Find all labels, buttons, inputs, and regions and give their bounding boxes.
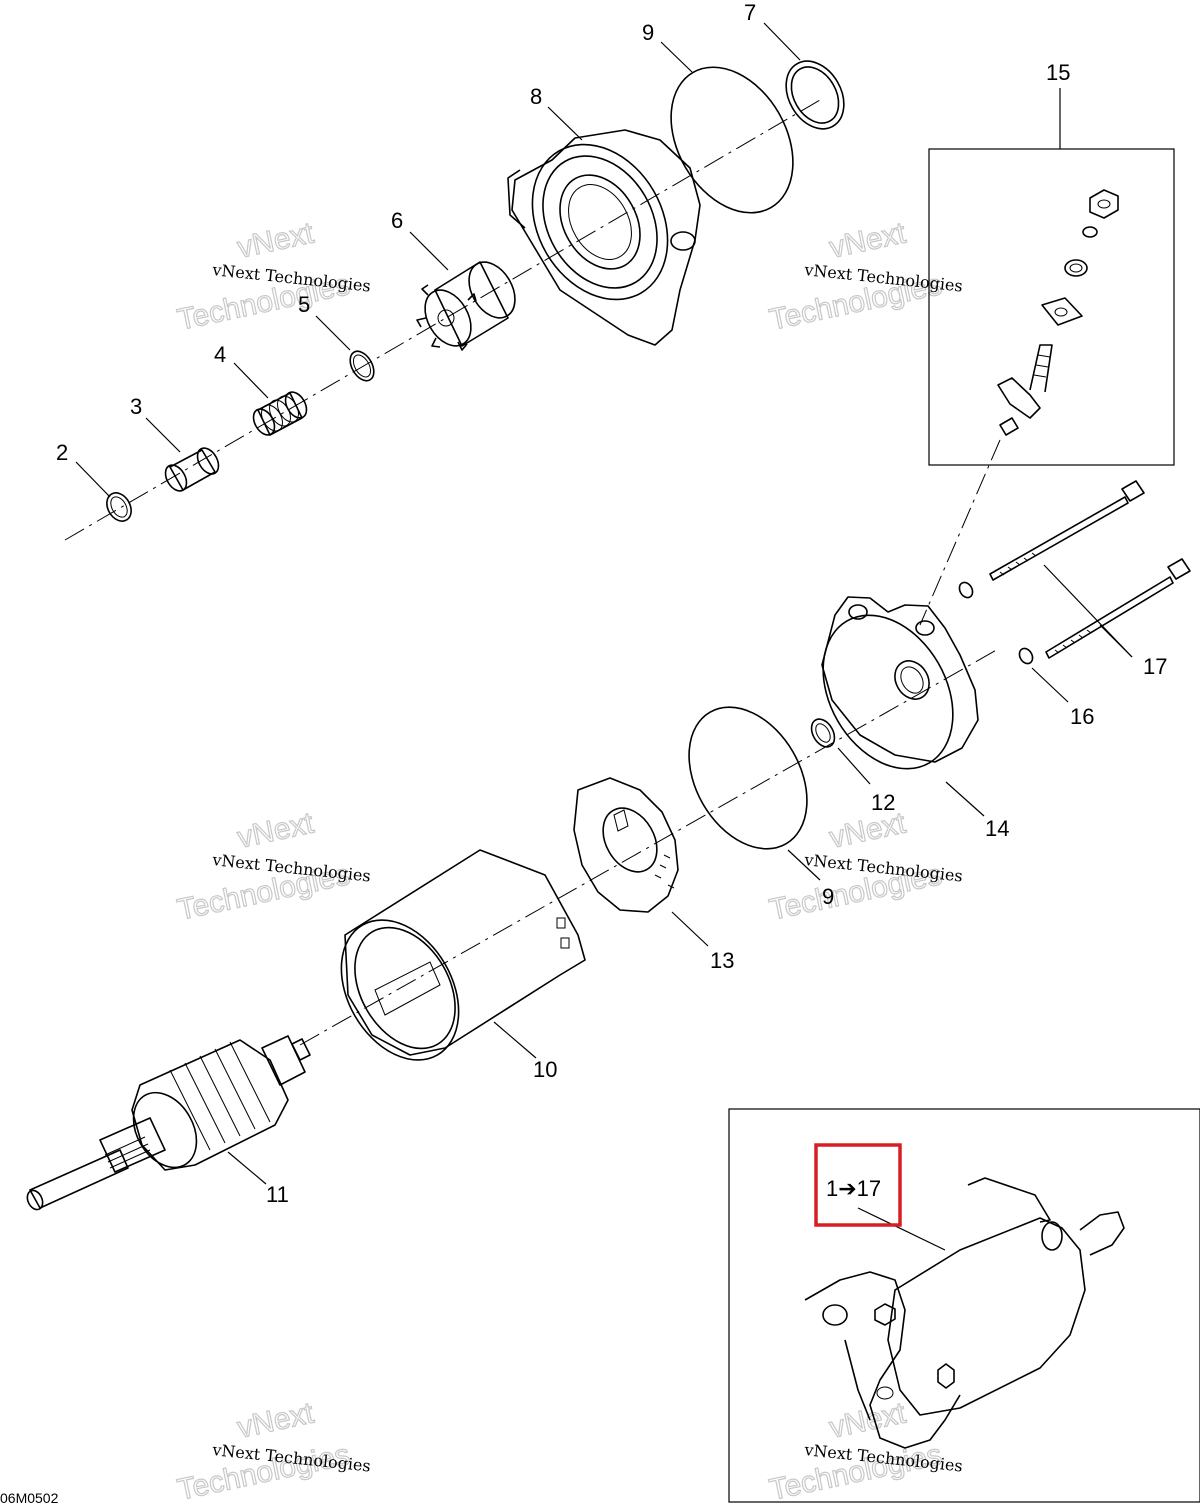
callout-3: 3	[130, 394, 142, 419]
part-16-washers	[958, 581, 1034, 665]
part-12-o-ring	[810, 718, 836, 748]
part-3-bushing	[164, 447, 220, 492]
callout-labels: 2 3 4 5 6 8 9 7 15 17 16 12 14 9 13 10 1…	[56, 0, 1167, 1207]
leader-lines	[75, 22, 1133, 1185]
callout-2: 2	[56, 440, 68, 465]
callout-17: 17	[1143, 654, 1167, 679]
watermark-big-5a: vNext	[235, 1396, 318, 1444]
callout-9-top: 9	[642, 20, 654, 45]
callout-15: 15	[1046, 60, 1070, 85]
watermark-big-2a: vNext	[827, 216, 910, 264]
watermark-big-3a: vNext	[235, 806, 318, 854]
part-7-seal	[785, 60, 845, 130]
part-15-detail-box	[928, 148, 1175, 466]
part-13-brush-plate	[573, 777, 679, 913]
part-17-through-bolts	[989, 480, 1191, 659]
watermark-3: vNext Technologies vNext Technologies	[174, 806, 372, 928]
assembly-inset-box	[728, 1108, 1200, 1503]
part-6-drive-pinion	[416, 261, 516, 351]
watermark-4: vNext Technologies vNext Technologies	[766, 806, 964, 928]
callout-16: 16	[1070, 704, 1094, 729]
watermark-big-1a: vNext	[235, 216, 318, 264]
part-5-snap-ring	[349, 350, 375, 382]
callout-12: 12	[871, 790, 895, 815]
assembled-starter	[804, 1177, 1125, 1449]
watermark-1: vNext Technologies vNext Technologies	[174, 216, 372, 338]
part-4-spring	[252, 391, 308, 436]
callout-7: 7	[744, 0, 756, 25]
part-9-o-ring-top	[670, 66, 794, 214]
callout-8: 8	[530, 84, 542, 109]
part-11-armature	[26, 1035, 311, 1211]
callout-14: 14	[985, 816, 1009, 841]
assembly-range-label: 1➔17	[826, 1176, 881, 1201]
callout-9-lower: 9	[822, 884, 834, 909]
callout-4: 4	[214, 342, 226, 367]
part-15-terminal-kit	[997, 189, 1119, 436]
part-9-o-ring-lower	[688, 706, 808, 850]
watermark-big-4a: vNext	[827, 806, 910, 854]
callout-6: 6	[391, 208, 403, 233]
figure-code: 06M0502	[0, 1490, 59, 1504]
watermark-2: vNext Technologies vNext Technologies	[766, 216, 964, 338]
part-10-yoke-frame	[340, 849, 586, 1061]
range-highlight-box	[814, 1143, 902, 1227]
callout-10: 10	[533, 1057, 557, 1082]
part-14-end-housing	[821, 596, 979, 770]
part-2-washer	[106, 492, 132, 522]
upper-assembly-axis	[64, 99, 821, 541]
callout-13: 13	[710, 948, 734, 973]
lower-assembly-axis	[299, 647, 1001, 1046]
watermark-5: vNext Technologies vNext Technologies	[174, 1396, 372, 1504]
terminal-link-axis	[919, 439, 1001, 626]
watermark-big-6a: vNext	[827, 1396, 910, 1444]
callout-5: 5	[298, 292, 310, 317]
part-8-drive-housing	[507, 129, 701, 346]
callout-11: 11	[266, 1182, 289, 1207]
